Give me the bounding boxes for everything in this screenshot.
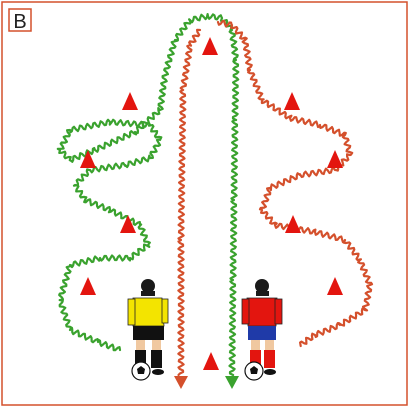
player-head (255, 279, 269, 293)
arrow-head-icon (225, 376, 239, 389)
player-black-shorts (133, 326, 164, 340)
cone-icon (80, 150, 96, 168)
cone-icon (202, 37, 218, 55)
green-dribble-path (56, 13, 240, 377)
player-yellow-shirt (132, 297, 165, 327)
cone-icon (120, 215, 136, 233)
player-blue-shorts (248, 326, 276, 340)
cone-icon (80, 277, 96, 295)
arrow-head-icon (174, 376, 188, 389)
cone-icon (327, 277, 343, 295)
player-figure-icon (127, 279, 169, 381)
player-head (141, 279, 155, 293)
cone-icon (284, 92, 300, 110)
cone-icon (122, 92, 138, 110)
cones-group (80, 37, 343, 370)
player-figure-icon (241, 279, 283, 381)
player-red-shirt (246, 297, 278, 327)
panel-label-box: B (8, 8, 32, 33)
red-dribble-path (177, 19, 374, 377)
panel-label: B (13, 11, 26, 33)
cone-icon (327, 150, 343, 168)
cone-icon (285, 215, 301, 233)
panel-label-frame (8, 8, 32, 32)
cone-icon (203, 352, 219, 370)
